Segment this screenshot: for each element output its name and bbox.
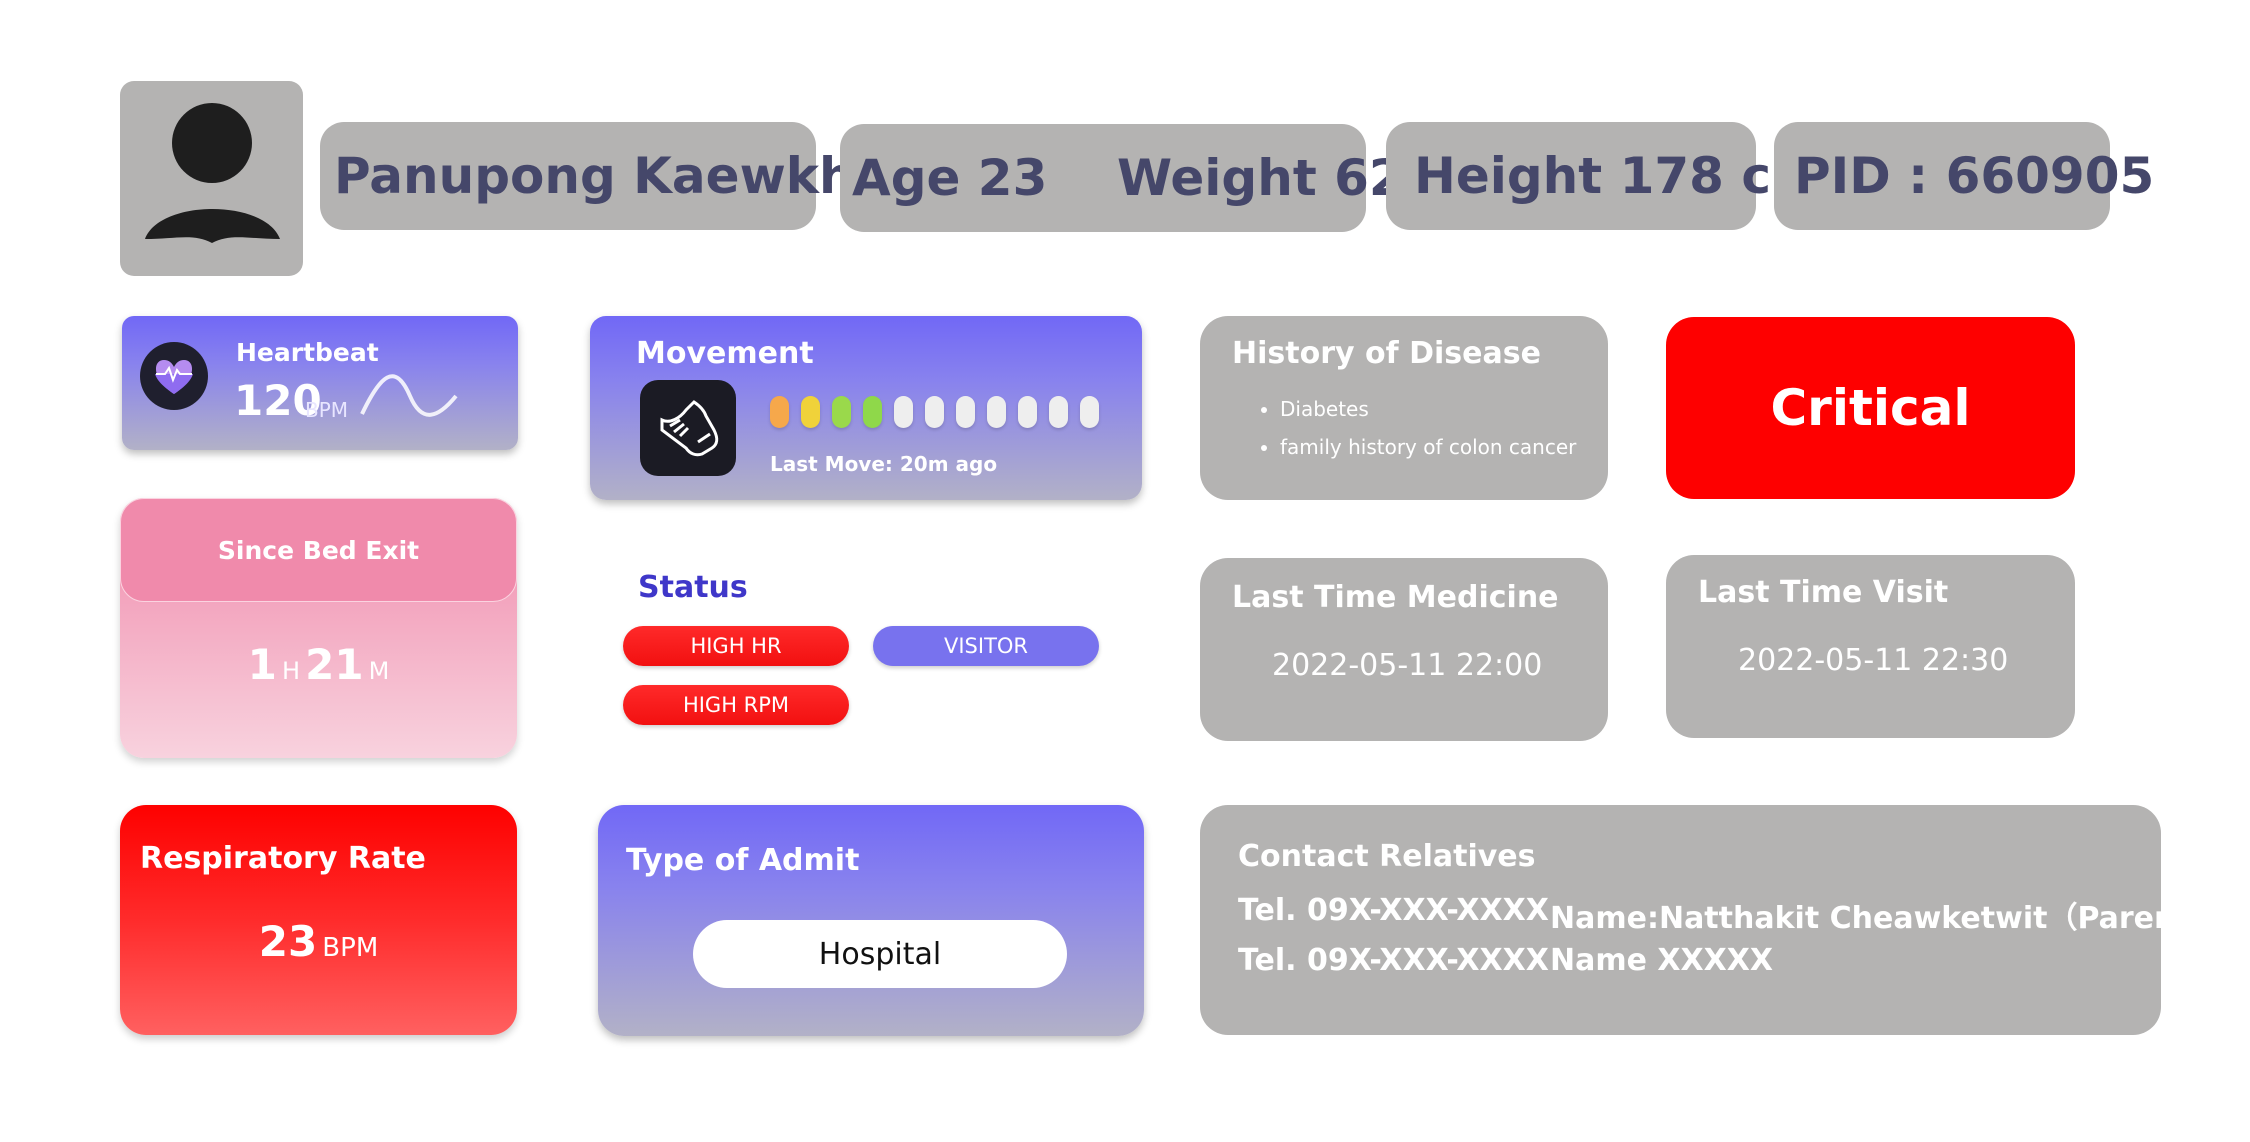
history-item: family history of colon cancer [1280,428,1576,466]
bed-exit-title: Since Bed Exit [217,535,420,565]
movement-level-dot [1080,396,1099,428]
status-title: Status [638,570,748,605]
patient-avatar [120,81,303,276]
movement-level-dot [987,396,1006,428]
bed-exit-hours: 1 [247,640,277,689]
last-visit-value: 2022-05-11 22:30 [1738,643,2009,678]
admit-value: Hospital [818,936,942,972]
critical-label: Critical [1770,379,1971,437]
heartbeat-unit: BPM [305,398,349,422]
movement-level-dot [863,396,882,428]
contact-title: Contact Relatives [1238,839,1536,874]
respiratory-value: 23 [258,917,318,966]
history-title: History of Disease [1232,336,1541,371]
movement-card[interactable]: Movement Last Move: 20m ago [590,316,1142,500]
contact-relatives-card[interactable]: Contact Relatives Tel. 09X-XXX-XXXX Name… [1200,805,2203,1035]
admit-title: Type of Admit [626,843,860,878]
last-medicine-title: Last Time Medicine [1232,580,1559,615]
patient-name: Panupong Kaewkhao [334,147,923,205]
bed-exit-header: Since Bed Exit [120,498,517,602]
bed-exit-minutes-unit: M [368,657,390,685]
movement-level-dot [894,396,913,428]
patient-height-box: Height 178 cm [1386,122,1823,230]
heartbeat-card[interactable]: Heartbeat 120 BPM [122,316,518,450]
status-pill-high-hr[interactable]: HIGH HR [623,626,849,666]
sneaker-icon [660,400,719,457]
patient-pid-box: PID : 660905 [1774,122,2154,230]
critical-badge[interactable]: Critical [1666,317,2075,499]
patient-pid: PID : 660905 [1794,147,2155,205]
respiratory-title: Respiratory Rate [140,841,426,876]
patient-name-box: Panupong Kaewkhao [320,122,923,230]
movement-title: Movement [636,336,814,371]
history-item: Diabetes [1280,390,1576,428]
heart-pulse-icon [140,342,208,410]
bed-exit-minutes: 21 [305,640,364,689]
last-visit-card[interactable]: Last Time Visit 2022-05-11 22:30 [1666,555,2075,738]
last-move-text: Last Move: 20m ago [770,452,998,476]
movement-level-dot [925,396,944,428]
type-of-admit-card[interactable]: Type of Admit Hospital [598,805,1144,1036]
history-list: Diabetes family history of colon cancer [1280,390,1576,466]
bed-exit-card[interactable]: Since Bed Exit 1 H 21 M [120,498,517,758]
movement-level-dot [770,396,789,428]
heartbeat-value: 120 [234,376,322,425]
last-visit-title: Last Time Visit [1698,575,1949,610]
contact-tel: Tel. 09X-XXX-XXXX [1238,943,1549,978]
user-silhouette-icon [145,103,280,243]
last-medicine-card[interactable]: Last Time Medicine 2022-05-11 22:00 [1200,558,1608,741]
last-medicine-value: 2022-05-11 22:00 [1272,648,1543,683]
contact-name: Name:Natthakit Cheawketwit（Parent) [1550,901,2204,936]
bed-exit-hours-unit: H [281,657,300,685]
contact-name: Name XXXXX [1550,943,1774,978]
patient-age-weight-box: Age 23 Weight 62 kg [840,124,1490,232]
bed-exit-duration: 1 H 21 M [120,640,517,689]
respiratory-unit: BPM [322,933,379,963]
contact-tel: Tel. 09X-XXX-XXXX [1238,893,1549,928]
respiratory-reading: 23 BPM [120,917,517,966]
status-pill-visitor[interactable]: VISITOR [873,626,1099,666]
respiratory-rate-card[interactable]: Respiratory Rate 23 BPM [120,805,517,1035]
movement-level-dot [1049,396,1068,428]
sneaker-icon-box [640,380,736,476]
heartbeat-title: Heartbeat [236,338,379,367]
history-card[interactable]: History of Disease Diabetes family histo… [1200,316,1608,500]
movement-level-dot [956,396,975,428]
movement-level-dot [801,396,820,428]
status-pill-high-rpm[interactable]: HIGH RPM [623,685,849,725]
movement-level-dot [1018,396,1037,428]
wave-graphic [360,374,458,417]
movement-level-dot [832,396,851,428]
patient-height: Height 178 cm [1414,147,1824,205]
admit-value-field[interactable]: Hospital [693,920,1067,988]
